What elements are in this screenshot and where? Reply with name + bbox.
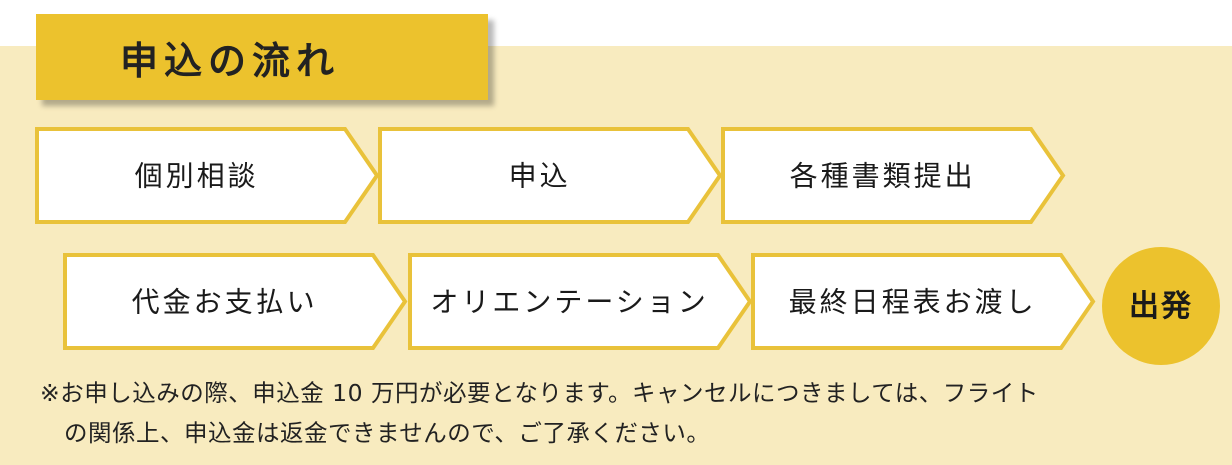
final-step-label: 出発 — [1129, 289, 1193, 324]
final-step-group: 出発 — [1102, 247, 1220, 365]
arrow-box-shape — [721, 127, 1066, 224]
step-1: 個別相談 — [35, 127, 380, 224]
arrow-box-shape — [408, 253, 753, 350]
step-2-label: 申込 — [509, 160, 571, 193]
arrow-box-shape — [63, 253, 408, 350]
flow-row-1: 個別相談 申込 各種書類提出 — [35, 127, 1066, 224]
step-2: 申込 — [378, 127, 723, 224]
step-1-label: 個別相談 — [135, 160, 259, 193]
flow-row-2: 代金お支払い オリエンテーション 最終日程表お渡し — [63, 253, 1096, 350]
note-line-2: の関係上、申込金は返金できませんので、ご了承ください。 — [64, 419, 711, 447]
step-6: 最終日程表お渡し — [751, 253, 1096, 350]
page-title: 申込の流れ — [120, 38, 341, 83]
note-line-1: ※お申し込みの際、申込金 10 万円が必要となります。キャンセルにつきましては、… — [40, 379, 1039, 407]
arrow-box-shape — [751, 253, 1096, 350]
step-4: 代金お支払い — [63, 253, 408, 350]
arrow-box-shape — [378, 127, 723, 224]
step-5: オリエンテーション — [408, 253, 753, 350]
step-3: 各種書類提出 — [721, 127, 1066, 224]
step-6-label: 最終日程表お渡し — [789, 286, 1037, 319]
step-5-label: オリエンテーション — [430, 286, 708, 319]
final-step-circle — [1102, 247, 1220, 365]
title-badge: 申込の流れ — [36, 14, 488, 100]
note-text: ※お申し込みの際、申込金 10 万円が必要となります。キャンセルにつきましては、… — [40, 373, 1190, 453]
step-3-label: 各種書類提出 — [790, 160, 976, 193]
step-4-label: 代金お支払い — [132, 286, 318, 319]
arrow-box-shape — [35, 127, 380, 224]
